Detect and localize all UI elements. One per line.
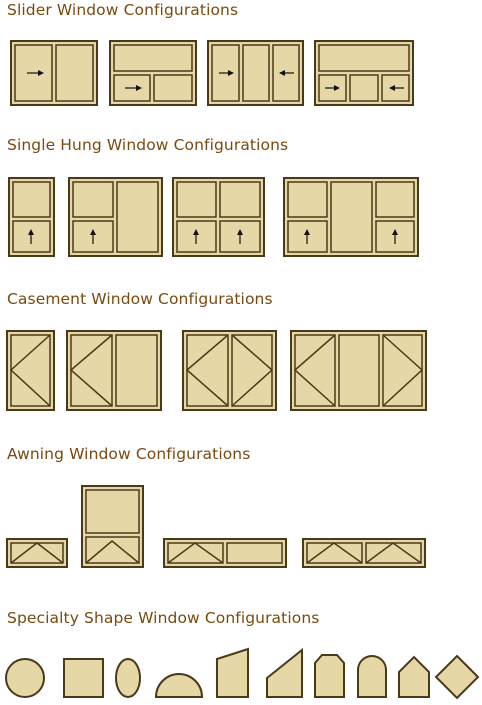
awning-with-picture-icon (163, 538, 287, 568)
slider-xo-icon (10, 40, 98, 106)
pentagon-icon (398, 655, 430, 698)
awning-section-title: Awning Window Configurations (7, 445, 251, 463)
single-hung-section-title: Single Hung Window Configurations (7, 136, 289, 154)
single-hung-icon (8, 177, 55, 257)
circle-shape-icon (5, 658, 45, 698)
arch-top-icon (357, 655, 387, 698)
octagon-top-icon (314, 654, 345, 698)
casement-single-icon (6, 330, 55, 411)
casement-picture-casement-icon (290, 330, 427, 411)
single-hung-picture-single-hung-icon (283, 177, 419, 257)
awning-stacked-picture-icon (81, 485, 144, 568)
trapezoid-shape-icon (216, 647, 249, 698)
twin-casement-icon (182, 330, 277, 411)
casement-section-title: Casement Window Configurations (7, 290, 273, 308)
casement-with-picture-icon (66, 330, 162, 411)
half-round-shape-icon (154, 673, 204, 698)
specialty-section-title: Specialty Shape Window Configurations (7, 609, 320, 627)
slider-3lite-end-vent-icon (314, 40, 414, 106)
single-hung-with-picture-icon (68, 177, 163, 257)
square-shape-icon (63, 658, 104, 698)
slider-xox-icon (207, 40, 304, 106)
angled-trapezoid-icon (266, 647, 303, 698)
slider-3lite-icon (109, 40, 197, 106)
awning-single-icon (6, 538, 68, 568)
slider-section-title: Slider Window Configurations (7, 1, 239, 19)
twin-single-hung-icon (172, 177, 265, 257)
oval-shape-icon (115, 658, 141, 698)
diamond-icon (434, 654, 480, 700)
twin-awning-icon (302, 538, 426, 568)
